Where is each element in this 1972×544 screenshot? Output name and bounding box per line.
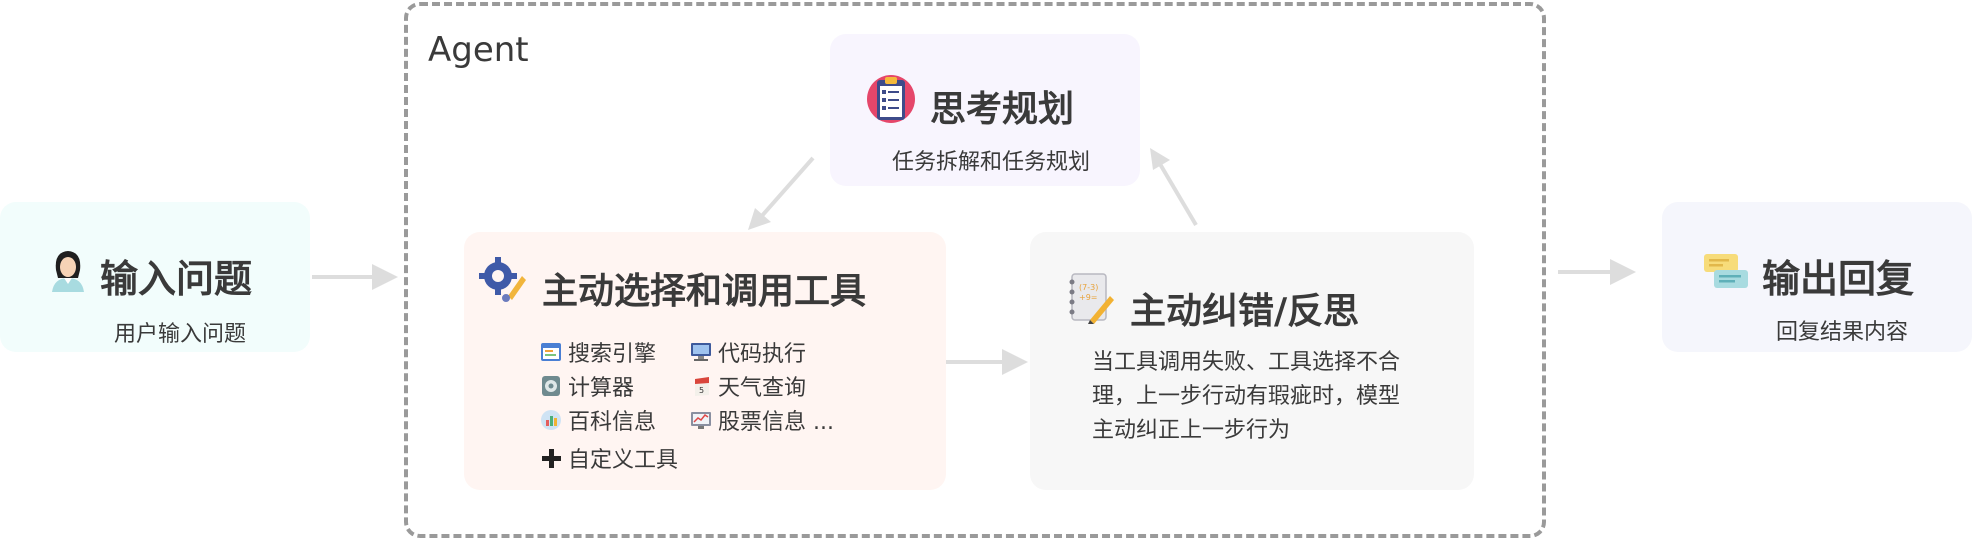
input-card bbox=[0, 202, 310, 352]
arrow-planning-to-tools bbox=[748, 156, 815, 230]
reflect-line-1: 当工具调用失败、工具选择不合 bbox=[1092, 350, 1401, 375]
tool-item-search: 搜索引擎 bbox=[540, 336, 656, 368]
tool-label-weather: 天气查询 bbox=[718, 376, 807, 401]
reflect-line-2: 理，上一步行动有瑕疵时，模型 bbox=[1092, 384, 1401, 409]
computer-icon bbox=[690, 341, 712, 363]
globe-icon bbox=[540, 409, 562, 431]
arrow-tools-to-reflect bbox=[946, 349, 1028, 375]
agent-label: Agent bbox=[428, 30, 529, 70]
input-subtitle: 用户输入问题 bbox=[114, 322, 247, 347]
arrow-agent-to-output bbox=[1558, 259, 1636, 285]
input-title: 输入问题 bbox=[100, 257, 253, 301]
output-subtitle: 回复结果内容 bbox=[1776, 320, 1909, 345]
agent-frame bbox=[404, 2, 1546, 538]
tool-label-calculator: 计算器 bbox=[568, 376, 635, 401]
gear-wrench-icon bbox=[478, 256, 528, 304]
planning-subtitle: 任务拆解和任务规划 bbox=[892, 150, 1091, 175]
tool-item-stock: 股票信息 ... bbox=[690, 404, 834, 436]
output-title: 输出回复 bbox=[1762, 257, 1915, 301]
tool-label-wiki: 百科信息 bbox=[568, 410, 657, 435]
arrow-reflect-to-planning bbox=[1150, 148, 1198, 227]
tool-item-weather: 5 天气查询 bbox=[690, 370, 806, 402]
chat-bubbles-icon bbox=[1702, 252, 1750, 292]
tool-item-calculator: 计算器 bbox=[540, 370, 634, 402]
browser-icon bbox=[540, 341, 562, 363]
reflect-title: 主动纠错/反思 bbox=[1130, 291, 1360, 332]
arrow-input-to-agent bbox=[312, 264, 398, 290]
monitor-chart-icon bbox=[690, 409, 712, 431]
tool-item-wiki: 百科信息 bbox=[540, 404, 656, 436]
tool-label-code: 代码执行 bbox=[718, 342, 807, 367]
calendar-icon: 5 bbox=[690, 375, 712, 397]
planning-title: 思考规划 bbox=[930, 89, 1075, 130]
svg-text:5: 5 bbox=[699, 386, 704, 395]
reflect-description: 当工具调用失败、工具选择不合 理，上一步行动有瑕疵时，模型 主动纠正上一步行为 bbox=[1092, 346, 1400, 448]
svg-text:(7-3): (7-3) bbox=[1079, 283, 1098, 292]
output-card bbox=[1662, 202, 1972, 352]
tool-item-code: 代码执行 bbox=[690, 336, 806, 368]
tool-item-custom: 自定义工具 bbox=[540, 442, 678, 474]
tools-title: 主动选择和调用工具 bbox=[542, 271, 867, 312]
svg-text:+9=: +9= bbox=[1079, 293, 1098, 302]
tool-label-search: 搜索引擎 bbox=[568, 342, 657, 367]
user-icon bbox=[48, 248, 88, 292]
tool-label-stock: 股票信息 ... bbox=[718, 410, 834, 435]
clipboard-checklist-icon bbox=[866, 74, 916, 124]
calculator-icon bbox=[540, 375, 562, 397]
tool-label-custom: 自定义工具 bbox=[568, 448, 679, 473]
plus-icon bbox=[540, 447, 562, 469]
reflect-line-3: 主动纠正上一步行为 bbox=[1092, 418, 1291, 443]
notebook-pencil-icon: (7-3) +9= bbox=[1066, 272, 1114, 324]
